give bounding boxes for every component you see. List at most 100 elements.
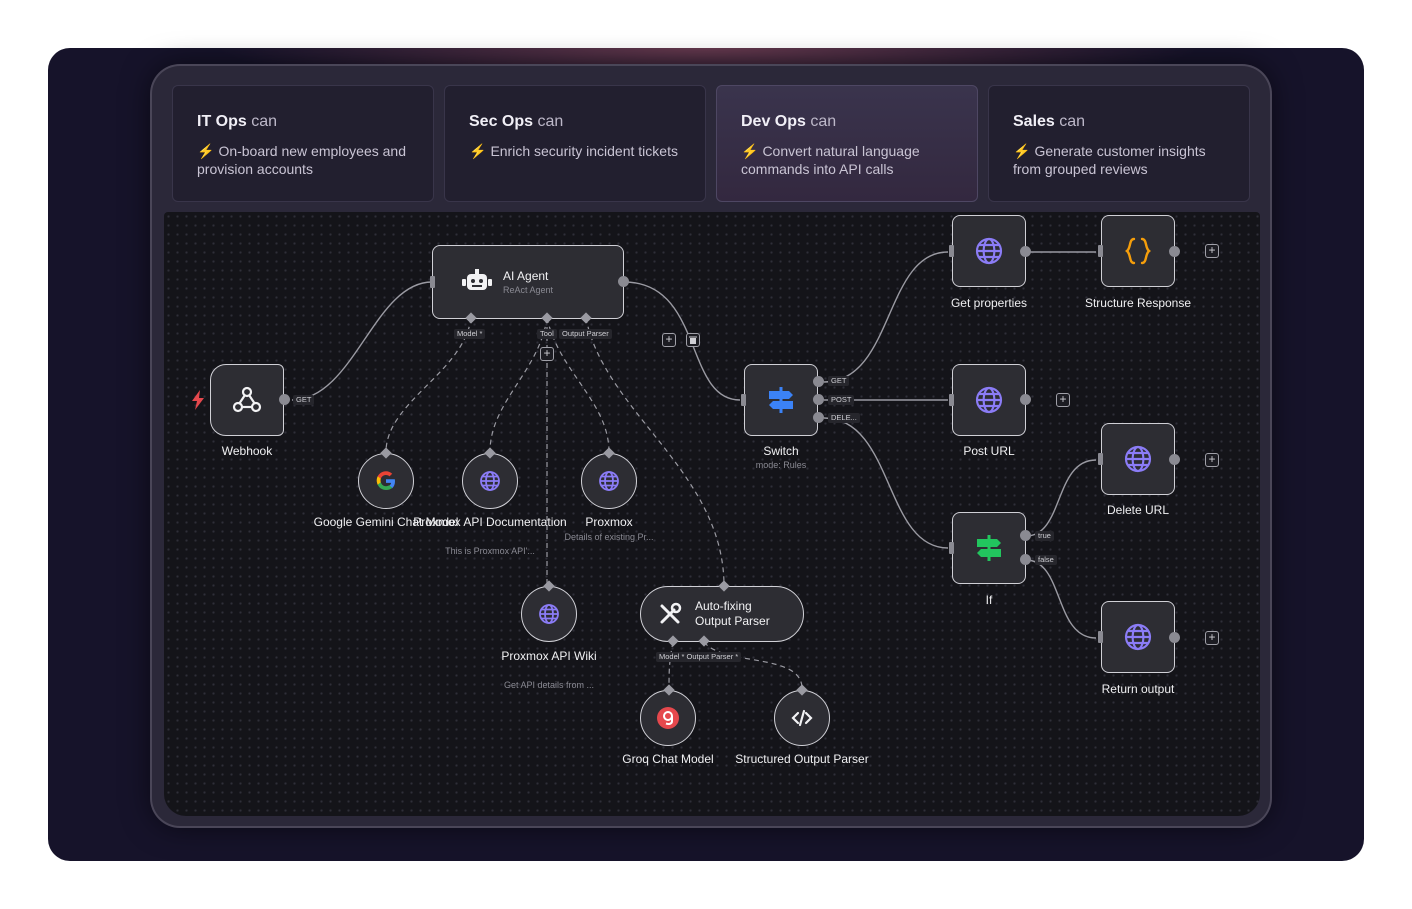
bolt-icon: ⚡ — [741, 143, 759, 159]
node-structured-parser[interactable] — [774, 690, 830, 746]
node-post-url[interactable] — [952, 364, 1026, 436]
node-label: Proxmox API Wiki — [501, 649, 597, 663]
input-handle[interactable] — [1098, 453, 1103, 465]
port-tag: POST — [828, 395, 855, 405]
robot-icon — [462, 269, 492, 290]
tab-title: Sec Ops can — [469, 113, 564, 130]
node-delete-url[interactable] — [1101, 423, 1175, 495]
tab-description: ⚡Enrich security incident tickets — [469, 143, 678, 159]
node-label: Delete URL — [1106, 503, 1170, 517]
node-get-properties[interactable] — [952, 215, 1026, 287]
globe-icon — [599, 471, 619, 491]
node-label: Structured Output Parser — [735, 752, 869, 766]
trigger-bolt-icon — [191, 390, 205, 410]
tab-title: IT Ops can — [197, 113, 278, 130]
node-subtitle: Details of existing Pr... — [564, 532, 654, 542]
tab-description: ⚡Generate customer insights from grouped… — [1013, 143, 1206, 177]
node-ai-agent[interactable]: AI Agent ReAct Agent — [432, 245, 624, 319]
trash-icon — [689, 336, 697, 344]
port-tag: Tool — [537, 329, 557, 339]
add-node-button[interactable]: + — [1205, 453, 1219, 467]
port-tag: Model * — [454, 329, 486, 339]
globe-icon — [975, 386, 1003, 414]
google-icon — [376, 471, 395, 490]
add-tool-button[interactable]: + — [540, 347, 554, 361]
node-subtitle: Get API details from ... — [503, 680, 595, 690]
agent-text: AI Agent ReAct Agent — [503, 269, 553, 296]
output-port-post[interactable] — [813, 394, 824, 405]
tab-title: Sales can — [1013, 113, 1086, 130]
globe-icon — [1124, 623, 1152, 651]
bolt-icon: ⚡ — [1013, 143, 1031, 159]
port-tag: Model * Output Parser * — [656, 652, 742, 662]
add-node-button[interactable]: + — [1205, 244, 1219, 258]
node-subtitle: This is Proxmox API'... — [445, 546, 535, 556]
globe-icon — [480, 471, 500, 491]
output-port[interactable] — [1169, 632, 1180, 643]
edge-add-button[interactable]: + — [662, 333, 676, 347]
port-tag: true — [1035, 531, 1054, 541]
node-label: Groq Chat Model — [622, 752, 714, 766]
node-label: Post URL — [963, 444, 1015, 458]
if-icon — [977, 535, 1001, 561]
node-label: Google Gemini Chat Model — [313, 515, 459, 529]
node-proxmox[interactable] — [581, 453, 637, 509]
output-port[interactable] — [1020, 246, 1031, 257]
tab-dev-ops[interactable]: Dev Ops can ⚡Convert natural language co… — [716, 85, 978, 202]
node-label: Proxmox — [585, 515, 633, 529]
tools-icon — [660, 602, 682, 624]
bolt-icon: ⚡ — [469, 143, 487, 159]
output-port[interactable] — [1169, 246, 1180, 257]
tab-sales[interactable]: Sales can ⚡Generate customer insights fr… — [988, 85, 1250, 202]
output-port[interactable] — [1169, 454, 1180, 465]
node-structure-response[interactable] — [1101, 215, 1175, 287]
bolt-icon: ⚡ — [197, 143, 215, 159]
agent-subtitle: ReAct Agent — [503, 284, 554, 295]
tab-it-ops[interactable]: IT Ops can ⚡On-board new employees and p… — [172, 85, 434, 202]
add-node-button[interactable]: + — [1056, 393, 1070, 407]
node-label: Get properties — [950, 296, 1028, 310]
wire-agent-autofix — [585, 317, 725, 587]
node-gemini-model[interactable] — [358, 453, 414, 509]
input-handle[interactable] — [949, 542, 954, 554]
port-tag: Output Parser — [559, 329, 612, 339]
node-groq-model[interactable] — [640, 690, 696, 746]
node-proxmox-wiki[interactable] — [521, 586, 577, 642]
node-label: Return output — [1101, 682, 1175, 696]
output-port[interactable] — [618, 276, 629, 287]
workflow-canvas[interactable]: GET Webhook AI Agent ReAct Agent Model *… — [164, 212, 1260, 816]
output-port-true[interactable] — [1020, 530, 1031, 541]
groq-icon — [657, 707, 679, 729]
node-if[interactable] — [952, 512, 1026, 584]
input-handle[interactable] — [949, 394, 954, 406]
input-handle[interactable] — [430, 276, 435, 288]
code-icon — [791, 709, 813, 727]
input-handle[interactable] — [949, 245, 954, 257]
node-return-output[interactable] — [1101, 601, 1175, 673]
input-handle[interactable] — [1098, 631, 1103, 643]
node-switch[interactable] — [744, 364, 818, 436]
output-port-delete[interactable] — [813, 412, 824, 423]
add-node-button[interactable]: + — [1205, 631, 1219, 645]
node-label: Switch — [763, 444, 799, 458]
input-handle[interactable] — [741, 394, 746, 406]
output-port-get[interactable] — [813, 376, 824, 387]
tab-sec-ops[interactable]: Sec Ops can ⚡Enrich security incident ti… — [444, 85, 706, 202]
edge-delete-button[interactable] — [686, 333, 700, 347]
node-autofix-parser[interactable]: Auto-fixing Output Parser — [640, 586, 804, 642]
port-tag: DELE... — [828, 413, 860, 423]
globe-icon — [539, 604, 559, 624]
output-port[interactable] — [1020, 394, 1031, 405]
tab-description: ⚡Convert natural language commands into … — [741, 143, 920, 177]
node-label: Webhook — [221, 444, 273, 458]
output-port[interactable] — [279, 394, 290, 405]
output-port-false[interactable] — [1020, 554, 1031, 565]
node-proxmox-docs[interactable] — [462, 453, 518, 509]
node-webhook[interactable] — [210, 364, 284, 436]
input-handle[interactable] — [1098, 245, 1103, 257]
tab-description: ⚡On-board new employees and provision ac… — [197, 143, 406, 177]
port-tag: false — [1035, 555, 1057, 565]
node-subtitle: mode: Rules — [755, 460, 807, 470]
autofix-title: Auto-fixing Output Parser — [695, 599, 770, 628]
node-label: Structure Response — [1084, 296, 1192, 310]
